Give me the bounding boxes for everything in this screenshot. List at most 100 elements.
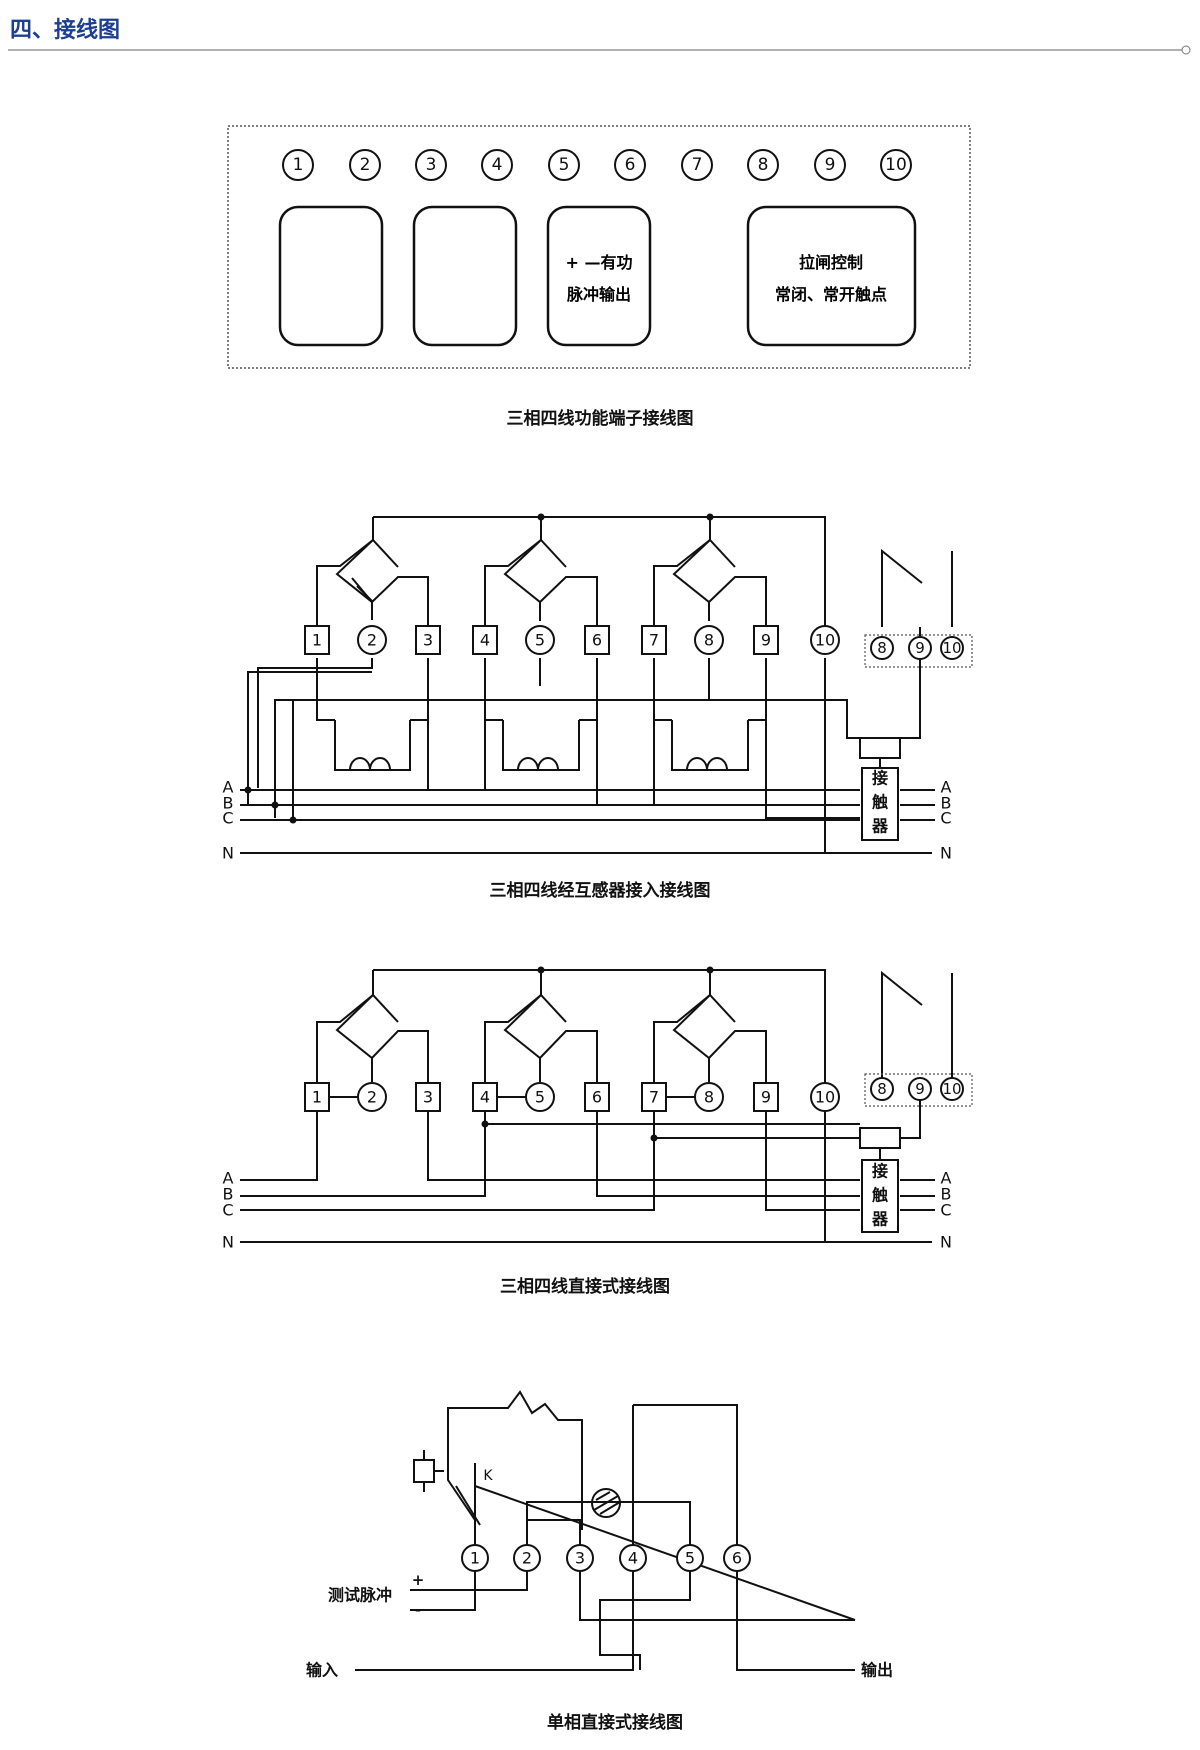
panel-terminal-number: 4 — [492, 155, 503, 175]
aux-terminal-circle — [870, 636, 894, 660]
page-title: 四、接线图 — [10, 18, 121, 43]
relay-control-block — [746, 205, 917, 347]
terminal-number: 3 — [423, 631, 433, 650]
aux-terminal-number: 9 — [915, 1080, 925, 1098]
phase-label-left: N — [222, 844, 234, 863]
terminal-number: 5 — [535, 631, 545, 650]
single-terminal-number: 5 — [685, 1549, 695, 1568]
terminal-number: 9 — [761, 631, 771, 650]
phase-label-left: B — [223, 1185, 234, 1204]
terminal-number: 3 — [423, 1088, 433, 1107]
panel-terminal-circle — [681, 149, 713, 181]
single-terminal-circle — [676, 1544, 704, 1572]
single-terminal-circle — [566, 1544, 594, 1572]
single-phase-diagram — [355, 1390, 856, 1671]
single-terminal-circle — [461, 1544, 489, 1572]
contactor-char: 接 — [872, 769, 888, 788]
terminal-circle — [357, 1082, 387, 1112]
panel-terminal-circle — [349, 149, 381, 181]
panel-border — [227, 125, 971, 369]
phase-label-right: N — [940, 844, 952, 863]
direct-diagram-caption: 三相四线直接式接线图 — [500, 1277, 670, 1297]
direct-wiring-diagram — [240, 966, 973, 1243]
relay-control-line1: 拉闸控制 — [799, 253, 863, 272]
panel-terminal-number: 2 — [360, 155, 371, 175]
relay-k-label: K — [483, 1468, 493, 1484]
panel-terminal-number: 10 — [885, 155, 907, 175]
terminal-box — [472, 1082, 498, 1112]
aux-terminal-number: 9 — [915, 639, 925, 657]
single-terminal-circle — [513, 1544, 541, 1572]
phase-label-left: A — [223, 1169, 234, 1188]
panel-terminal-number: 8 — [758, 155, 769, 175]
panel-terminal-circle — [481, 149, 513, 181]
phase-label-right: N — [940, 1233, 952, 1252]
terminal-box — [415, 625, 441, 655]
terminal-circle — [810, 625, 840, 655]
contactor-char: 接 — [872, 1162, 888, 1181]
terminal-number: 2 — [367, 1088, 377, 1107]
terminal-box — [584, 1082, 610, 1112]
terminal-circle — [525, 625, 555, 655]
panel-terminal-circle — [415, 149, 447, 181]
terminal-number: 2 — [367, 631, 377, 650]
aux-terminal-circle — [908, 1077, 932, 1101]
terminal-box — [641, 625, 667, 655]
terminal-box — [304, 1082, 330, 1112]
panel-terminal-circle — [880, 149, 912, 181]
aux-terminal-number: 8 — [877, 1080, 887, 1098]
aux-terminal-number: 10 — [942, 639, 961, 657]
phase-label-right: B — [941, 1185, 952, 1204]
pulse-output-line2: 脉冲输出 — [566, 285, 631, 304]
terminal-number: 8 — [704, 631, 714, 650]
single-terminal-circle — [619, 1544, 647, 1572]
terminal-circle — [357, 625, 387, 655]
single-terminal-number: 1 — [470, 1549, 480, 1568]
terminal-box — [753, 625, 779, 655]
panel-terminal-circle — [747, 149, 779, 181]
terminal-number: 7 — [649, 1088, 659, 1107]
single-phase-caption: 单相直接式接线图 — [547, 1713, 683, 1733]
phase-label-left: N — [222, 1233, 234, 1252]
panel-terminal-number: 5 — [559, 155, 570, 175]
panel-terminal-number: 6 — [625, 155, 636, 175]
terminal-number: 1 — [312, 631, 322, 650]
terminal-number: 10 — [815, 631, 835, 650]
panel-terminal-number: 7 — [692, 155, 703, 175]
terminal-number: 1 — [312, 1088, 322, 1107]
terminal-box — [753, 1082, 779, 1112]
panel-terminal-circle — [548, 149, 580, 181]
terminal-number: 6 — [592, 631, 602, 650]
aux-terminal-circle — [940, 636, 964, 660]
terminal-circle — [810, 1082, 840, 1112]
single-terminal-circle — [723, 1544, 751, 1572]
pulse-output-block — [546, 205, 652, 347]
current-terminal-block-1 — [278, 205, 384, 347]
contactor-char: 触 — [871, 1186, 888, 1205]
phase-label-left: C — [222, 809, 233, 828]
minus-label: - — [415, 1601, 421, 1619]
single-terminal-number: 2 — [522, 1549, 532, 1568]
terminal-number: 6 — [592, 1088, 602, 1107]
pulse-output-line1: + —有功 — [566, 253, 633, 272]
panel-terminal-circle — [614, 149, 646, 181]
phase-label-right: C — [940, 809, 951, 828]
phase-label-left: A — [223, 778, 234, 797]
terminal-number: 8 — [704, 1088, 714, 1107]
aux-terminal-circle — [870, 1077, 894, 1101]
panel-terminal-circle — [282, 149, 314, 181]
input-label: 输入 — [306, 1661, 338, 1680]
terminal-circle — [694, 625, 724, 655]
terminal-number: 4 — [480, 631, 490, 650]
phase-label-left: C — [222, 1201, 233, 1220]
phase-label-left: B — [223, 794, 234, 813]
output-label: 输出 — [861, 1661, 893, 1680]
terminal-box — [304, 625, 330, 655]
aux-terminal-circle — [940, 1077, 964, 1101]
contactor-char: 触 — [871, 793, 888, 812]
